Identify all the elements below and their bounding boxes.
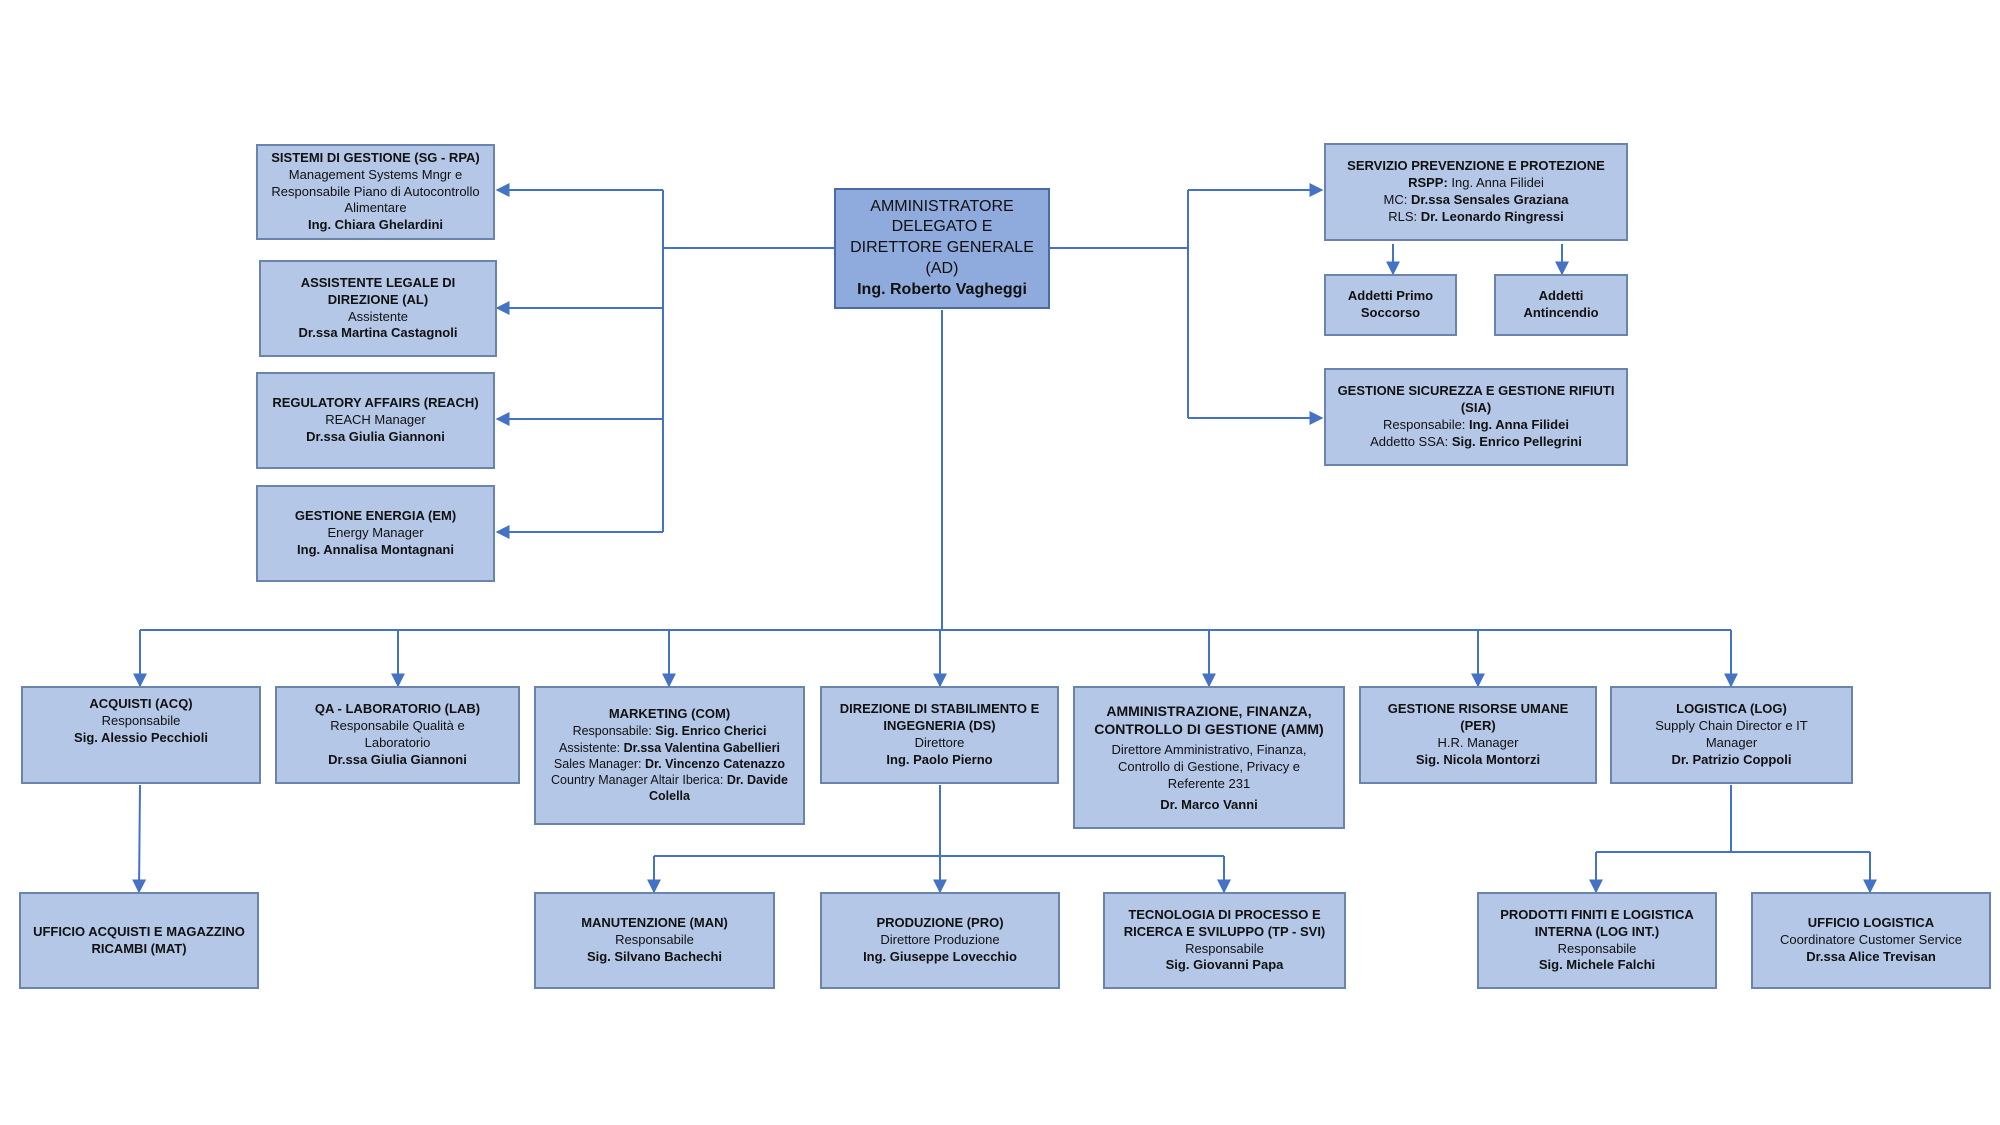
node-ds: DIREZIONE DI STABILIMENTO E INGEGNERIA (… [820, 686, 1059, 784]
node-ulog-title: UFFICIO LOGISTICA [1807, 915, 1935, 931]
node-sia-add-name: Sig. Enrico Pellegrini [1451, 433, 1582, 449]
node-spp-rls-label: RLS: [1388, 208, 1418, 224]
node-ad-name: Ing. Roberto Vagheggi [857, 280, 1027, 298]
node-man-name: Sig. Silvano Bachechi [586, 948, 723, 964]
node-em-title: GESTIONE ENERGIA (EM) [294, 508, 457, 524]
node-log-name: Dr. Patrizio Coppoli [1671, 751, 1792, 767]
node-com-r3-name: Dr. Vincenzo Catenazzo [644, 756, 786, 771]
node-sia-add-label: Addetto SSA: [1370, 433, 1449, 449]
node-sia-title: GESTIONE SICUREZZA E GESTIONE RIFIUTI (S… [1337, 383, 1615, 416]
node-logint-role: Responsabile [1557, 940, 1637, 956]
node-man-title: MANUTENZIONE (MAN) [581, 915, 728, 931]
node-lab-role: Responsabile Qualità e Laboratorio [330, 718, 465, 750]
node-reach: REGULATORY AFFAIRS (REACH) REACH Manager… [256, 372, 495, 469]
node-primo-soccorso: Addetti Primo Soccorso [1324, 274, 1457, 336]
node-spp-rspp-name: Ing. Anna Filidei [1451, 175, 1544, 191]
node-amm: AMMINISTRAZIONE, FINANZA, CONTROLLO DI G… [1073, 686, 1345, 829]
node-log-title: LOGISTICA (LOG) [1676, 701, 1787, 717]
node-man: MANUTENZIONE (MAN) Responsabile Sig. Sil… [534, 892, 775, 989]
node-sg-title: SISTEMI DI GESTIONE (SG - RPA) [271, 149, 480, 165]
node-logint-title: PRODOTTI FINITI E LOGISTICA INTERNA (LOG… [1500, 906, 1694, 939]
node-mat-title: UFFICIO ACQUISTI E MAGAZZINO RICAMBI (MA… [33, 923, 245, 956]
node-ai-title: Addetti Antincendio [1523, 288, 1599, 320]
node-al-name: Dr.ssa Martina Castagnoli [298, 325, 458, 341]
node-acq-title: ACQUISTI (ACQ) [89, 696, 193, 711]
node-ulog-name: Dr.ssa Alice Trevisan [1806, 948, 1936, 964]
node-spp-mc-name: Dr.ssa Sensales Graziana [1410, 192, 1569, 207]
node-pro-title: PRODUZIONE (PRO) [876, 915, 1004, 931]
node-mat: UFFICIO ACQUISTI E MAGAZZINO RICAMBI (MA… [19, 892, 259, 989]
node-al: ASSISTENTE LEGALE DI DIREZIONE (AL) Assi… [259, 260, 497, 357]
node-logint-name: Sig. Michele Falchi [1538, 957, 1656, 973]
node-per: GESTIONE RISORSE UMANE (PER) H.R. Manage… [1359, 686, 1597, 784]
node-ad: AMMINISTRATORE DELEGATO E DIRETTORE GENE… [834, 188, 1050, 309]
node-svi-role: Responsabile [1185, 940, 1264, 956]
node-spp-rls-name: Dr. Leonardo Ringressi [1420, 208, 1564, 224]
node-amm-name: Dr. Marco Vanni [1160, 796, 1258, 812]
node-pro-name: Ing. Giuseppe Lovecchio [863, 948, 1017, 964]
node-lab: QA - LABORATORIO (LAB) Responsabile Qual… [275, 686, 520, 784]
node-reach-role: REACH Manager [325, 412, 426, 428]
node-svi: TECNOLOGIA DI PROCESSO E RICERCA E SVILU… [1103, 892, 1346, 989]
node-com-title: MARKETING (COM) [608, 706, 731, 722]
node-sg: SISTEMI DI GESTIONE (SG - RPA) Managemen… [256, 144, 495, 240]
node-acq-name: Sig. Alessio Pecchioli [74, 729, 208, 745]
connector-to-mat [132, 784, 147, 894]
node-pro-role: Direttore Produzione [880, 932, 1000, 948]
node-logint: PRODOTTI FINITI E LOGISTICA INTERNA (LOG… [1477, 892, 1717, 989]
node-per-role: H.R. Manager [1437, 735, 1519, 750]
node-al-role: Assistente [348, 308, 408, 324]
node-em-name: Ing. Annalisa Montagnani [297, 541, 454, 557]
node-com-r2-name: Dr.ssa Valentina Gabellieri [623, 740, 780, 755]
node-sia-resp-name: Ing. Anna Filidei [1469, 417, 1569, 432]
node-spp-title: SERVIZIO PREVENZIONE E PROTEZIONE [1347, 158, 1605, 174]
node-ds-role: Direttore [914, 735, 965, 750]
node-spp-mc-label: MC: [1383, 192, 1408, 207]
node-com-r4-name: Dr. Davide Colella [649, 773, 788, 804]
node-reach-title: REGULATORY AFFAIRS (REACH) [272, 395, 479, 411]
node-log-role: Supply Chain Director e IT Manager [1655, 718, 1808, 750]
node-com-r3-label: Sales Manager: [553, 756, 642, 771]
node-spp: SERVIZIO PREVENZIONE E PROTEZIONE RSPP: … [1324, 143, 1628, 241]
node-com-r4-label: Country Manager Altair Iberica: [551, 773, 724, 788]
node-sia: GESTIONE SICUREZZA E GESTIONE RIFIUTI (S… [1324, 368, 1628, 466]
node-ds-title: DIREZIONE DI STABILIMENTO E INGEGNERIA (… [839, 701, 1040, 734]
node-spp-rspp-label: RSPP: [1408, 175, 1448, 191]
node-svi-name: Sig. Giovanni Papa [1165, 957, 1284, 973]
node-acq-role: Responsabile [101, 712, 181, 728]
node-amm-title: AMMINISTRAZIONE, FINANZA, CONTROLLO DI G… [1094, 702, 1324, 737]
node-ulog-role: Coordinatore Customer Service [1779, 932, 1963, 948]
node-ps-title: Addetti Primo Soccorso [1347, 288, 1434, 320]
node-antincendio: Addetti Antincendio [1494, 274, 1628, 336]
node-man-role: Responsabile [615, 932, 694, 948]
node-al-title: ASSISTENTE LEGALE DI DIREZIONE (AL) [300, 274, 456, 307]
node-svi-title: TECNOLOGIA DI PROCESSO E RICERCA E SVILU… [1123, 906, 1326, 939]
node-pro: PRODUZIONE (PRO) Direttore Produzione In… [820, 892, 1060, 989]
node-ulog: UFFICIO LOGISTICA Coordinatore Customer … [1751, 892, 1991, 989]
node-com-r2-label: Assistente: [559, 740, 621, 755]
node-em: GESTIONE ENERGIA (EM) Energy Manager Ing… [256, 485, 495, 582]
node-sia-resp-label: Responsabile: [1383, 417, 1466, 432]
node-em-role: Energy Manager [327, 525, 424, 541]
node-reach-name: Dr.ssa Giulia Giannoni [306, 428, 445, 444]
node-ad-title: AMMINISTRATORE DELEGATO E DIRETTORE GENE… [850, 197, 1034, 277]
node-per-name: Sig. Nicola Montorzi [1415, 751, 1541, 767]
node-amm-role: Direttore Amministrativo, Finanza, Contr… [1111, 741, 1307, 791]
node-log: LOGISTICA (LOG) Supply Chain Director e … [1610, 686, 1853, 784]
node-ds-name: Ing. Paolo Pierno [886, 751, 993, 767]
node-com: MARKETING (COM) Responsabile: Sig. Enric… [534, 686, 805, 825]
node-com-r1-name: Sig. Enrico Cherici [655, 724, 767, 739]
node-sg-name: Ing. Chiara Ghelardini [307, 217, 444, 233]
node-lab-name: Dr.ssa Giulia Giannoni [328, 751, 467, 767]
node-per-title: GESTIONE RISORSE UMANE (PER) [1387, 701, 1569, 734]
node-sg-role: Management Systems Mngr e Responsabile P… [271, 166, 480, 216]
node-acq: ACQUISTI (ACQ) Responsabile Sig. Alessio… [21, 686, 261, 784]
node-com-r1-label: Responsabile: [572, 724, 652, 739]
node-lab-title: QA - LABORATORIO (LAB) [314, 701, 481, 717]
